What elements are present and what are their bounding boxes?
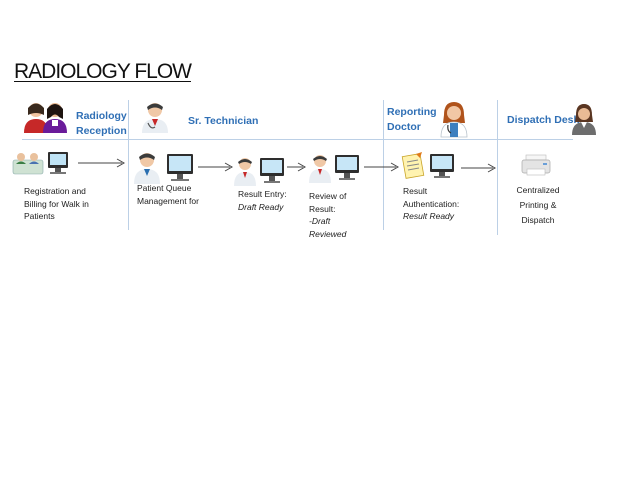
technician-icon (142, 103, 168, 133)
flow-arrow (198, 162, 234, 172)
technician-computer-icon (234, 158, 284, 186)
flow-arrow (287, 162, 307, 172)
column-divider (497, 100, 498, 235)
two-receptionists-icon (24, 103, 67, 133)
document-computer-icon (401, 152, 454, 179)
step-result-entry: Result Entry:Draft Ready (238, 189, 287, 212)
column-divider (383, 100, 384, 230)
role-label-technician: Sr. Technician (188, 115, 259, 127)
dispatch-person-icon (572, 104, 596, 135)
desk-computer-icon (12, 152, 68, 175)
header-divider (22, 139, 573, 140)
page-title: RADIOLOGY FLOW (14, 60, 192, 83)
printer-icon (521, 154, 551, 176)
column-divider (128, 100, 129, 230)
female-doctor-icon (440, 102, 468, 138)
technician-computer-icon (309, 155, 359, 183)
technician-computer-icon (134, 153, 193, 184)
flow-arrow (364, 162, 400, 172)
flow-arrow (78, 158, 126, 168)
flow-arrow (461, 163, 497, 173)
role-label-dispatch: Dispatch Desk (507, 114, 580, 126)
